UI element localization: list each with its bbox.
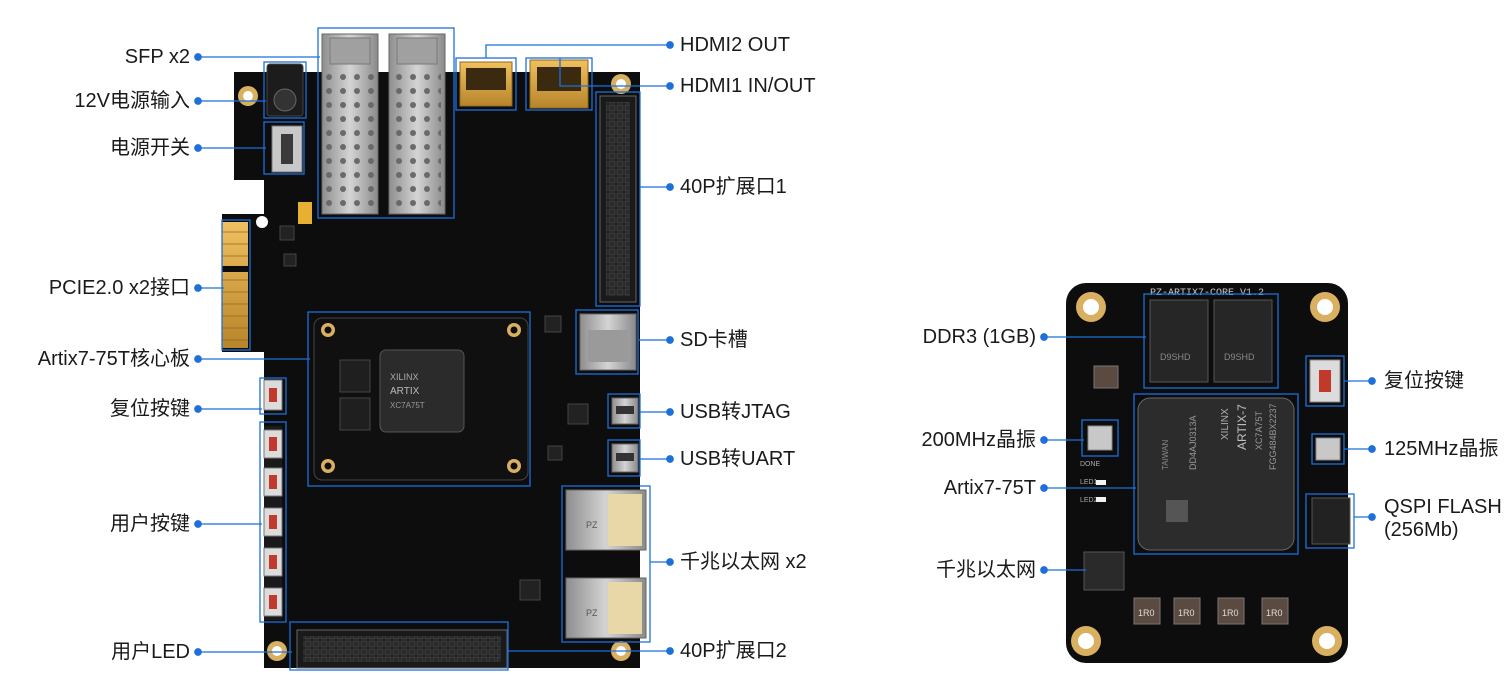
core-module-pcb: PZ-ARTIX7-CORE V1.2 D9SHD D9SHD XILINX A… [1066,283,1351,663]
label-expansion-1: 40P扩展口1 [680,176,787,198]
led1-text: LED1 [1080,479,1098,486]
label-user-buttons: 用户按键 [110,513,190,535]
led2-text: LED2 [1080,497,1098,504]
label-ddr3: DDR3 (1GB) [922,326,1036,348]
label-ethernet-x2: 千兆以太网 x2 [680,551,807,573]
osc-200mhz [1087,425,1113,451]
main-callout-frames [221,27,651,671]
osc-125mhz [1315,437,1341,461]
fpga-origin-text: TAIWAN [1161,440,1170,470]
label-core-ethernet: 千兆以太网 [936,559,1036,581]
label-usb-jtag: USB转JTAG [680,401,791,423]
label-qspi-line2: (256Mb) [1384,519,1459,541]
label-sfp: SFP x2 [124,46,190,68]
rj45-brand-text: PZ [586,608,598,618]
main-chip-name: ARTIX [390,386,420,397]
label-fpga: Artix7-75T [943,477,1036,499]
main-chip-brand: XILINX [390,372,419,382]
fpga-name-text: ARTIX-7 [1235,404,1249,450]
fpga-pkg-text: FGG484BX2237 [1268,403,1278,470]
inductor-text: 1R0 [1222,608,1239,618]
main-pcb: PZ PZ XILINX ARTIX XC7A75T [222,33,647,669]
label-pcie: PCIE2.0 x2接口 [48,277,190,299]
label-core-reset: 复位按键 [1384,370,1464,392]
inductor-text: 1R0 [1178,608,1195,618]
pcie-gold-fingers [222,222,248,348]
qspi-flash-chip [1311,497,1351,545]
label-hdmi2: HDMI2 OUT [680,34,790,56]
rj45-brand-text: PZ [586,520,598,530]
fpga-lot-text: DD4AJ0313A [1188,415,1198,470]
ddr3-chip-2 [1213,299,1273,383]
label-power-input: 12V电源输入 [74,90,190,112]
ddr-part-text: D9SHD [1224,352,1255,362]
led-done-text: DONE [1080,461,1101,468]
label-user-led: 用户LED [111,641,190,663]
label-reset-button: 复位按键 [110,398,190,420]
fpga-part-text: XC7A75T [1254,410,1264,450]
label-osc-200: 200MHz晶振 [921,429,1036,451]
fpga-brand-text: XILINX [1220,408,1231,440]
inductor-text: 1R0 [1266,608,1283,618]
core-callout-leaders [1040,333,1376,574]
inductor-text: 1R0 [1138,608,1155,618]
label-usb-uart: USB转UART [680,448,796,470]
label-qspi-line1: QSPI FLASH [1384,496,1502,518]
main-callout-leaders [194,41,674,656]
label-hdmi1: HDMI1 IN/OUT [680,75,816,97]
label-core-board: Artix7-75T核心板 [37,348,190,370]
label-sd-slot: SD卡槽 [680,329,748,351]
label-expansion-2: 40P扩展口2 [680,640,787,662]
ethernet-phy-chip [1083,551,1125,591]
label-osc-125: 125MHz晶振 [1384,438,1499,460]
label-power-switch: 电源开关 [110,137,190,159]
main-chip-part: XC7A75T [390,401,425,410]
ddr-part-text: D9SHD [1160,352,1191,362]
ddr3-chip-1 [1149,299,1209,383]
